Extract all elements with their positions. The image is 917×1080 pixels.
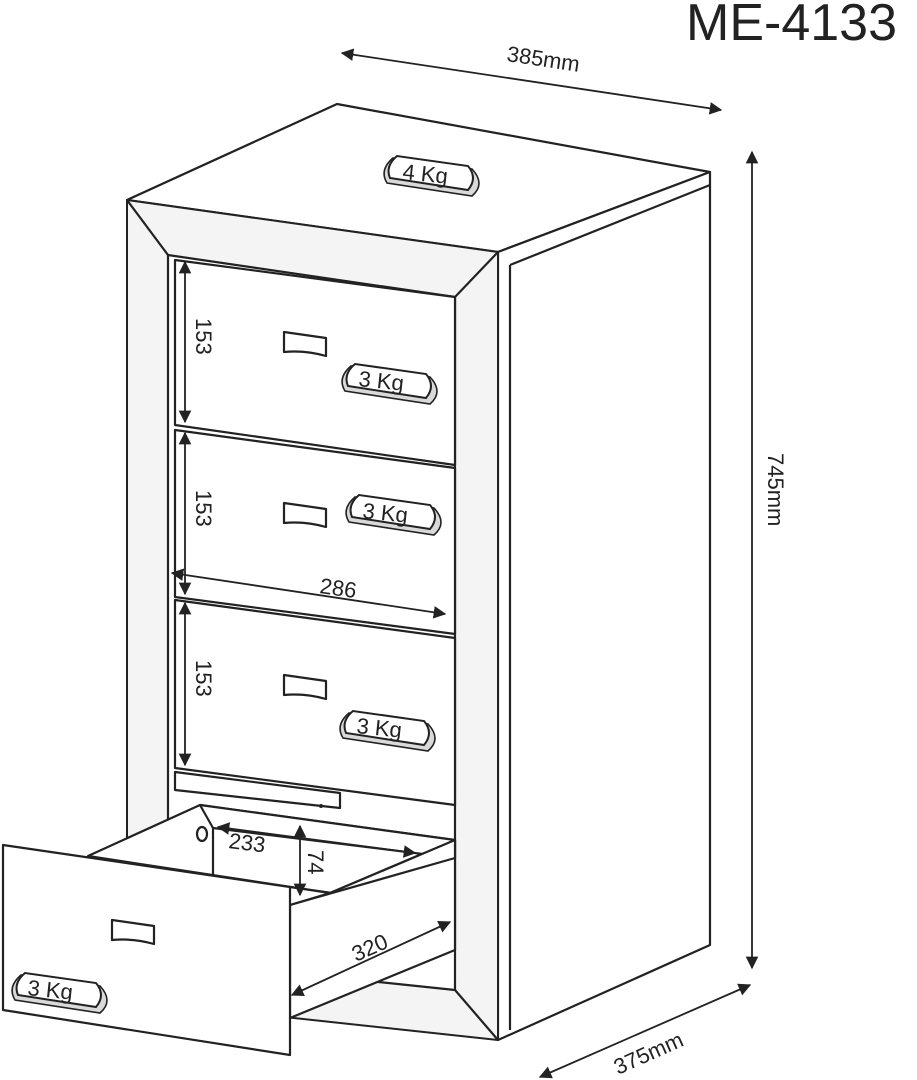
- drawer-1: 153 3 Kg: [173, 258, 457, 467]
- drawer-2-height-label: 153: [191, 490, 216, 527]
- drawer-1-handle-icon: [282, 330, 328, 358]
- drawer-inner-height-label: 74: [303, 850, 328, 874]
- model-code: ME-4133: [686, 0, 897, 52]
- open-drawer: 233 74 320 3 Kg: [1, 803, 457, 1057]
- drawer-1-load-tag: 3 Kg: [341, 362, 438, 405]
- drawer-2-load-label: 3 Kg: [361, 498, 409, 528]
- drawer-3-handle-icon: [282, 673, 328, 701]
- depth-label: 375mm: [610, 1027, 687, 1080]
- open-drawer-load-label: 3 Kg: [26, 975, 74, 1005]
- cabinet-side: [496, 170, 712, 1042]
- drawer-3: 153 3 Kg: [173, 598, 457, 807]
- drawer-inner-width-label: 233: [227, 828, 266, 857]
- drawer-1-load-label: 3 Kg: [357, 366, 405, 396]
- drawer-3-load-label: 3 Kg: [355, 713, 403, 743]
- open-drawer-handle-icon: [110, 918, 156, 946]
- drawer-3-load-tag: 3 Kg: [339, 709, 436, 752]
- drawer-2-load-tag: 3 Kg: [345, 493, 442, 536]
- drawer-width-label: 286: [318, 573, 358, 603]
- top-load-tag: 4 Kg: [383, 154, 480, 197]
- open-drawer-load-tag: 3 Kg: [11, 971, 108, 1014]
- drawer-2-handle-icon: [282, 501, 328, 529]
- height-label: 745mm: [763, 453, 788, 526]
- drawer-2: 153 286 3 Kg: [170, 428, 457, 636]
- height-dimension: 745mm: [745, 150, 788, 970]
- width-dimension: 385mm: [340, 41, 723, 115]
- drawer-3-height-label: 153: [191, 660, 216, 697]
- width-label: 385mm: [505, 41, 581, 77]
- drawer-1-height-label: 153: [191, 318, 216, 355]
- top-load-label: 4 Kg: [401, 159, 449, 189]
